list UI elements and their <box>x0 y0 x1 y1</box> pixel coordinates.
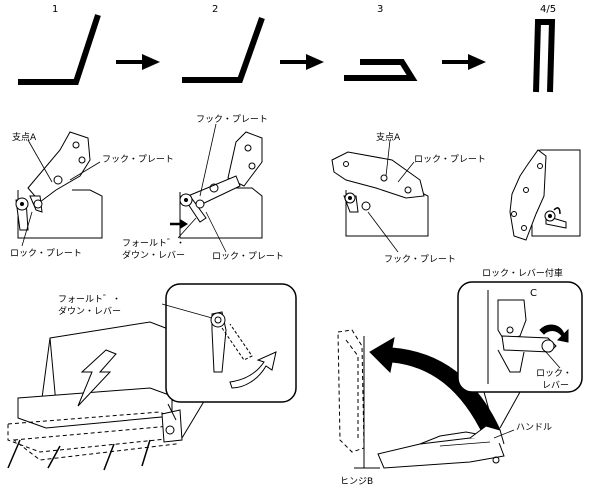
mechanism-detail-1: 支点A フック・プレート ロック・プレート <box>10 131 174 259</box>
label-hook-plate: フック・プレート <box>196 114 268 125</box>
label-pivot-a: 支点A <box>376 131 401 143</box>
lever-inset-box <box>165 283 297 403</box>
arrow-right-icon <box>280 54 324 70</box>
label-hook-plate: フック・プレート <box>384 254 456 265</box>
label-lock-plate: ロック・プレート <box>10 248 82 259</box>
label-handle: ハンドル <box>516 423 552 433</box>
seat-fold-illustration: フォールト゛・ ダウン・レバー <box>7 283 297 471</box>
label-lock-lever: ロック・ <box>536 368 572 379</box>
arrow-right-icon <box>442 54 486 70</box>
label-lock-lever: レバー <box>542 380 569 391</box>
label-hook-plate: フック・プレート <box>102 154 174 165</box>
step-number-2: 2 <box>212 4 218 15</box>
label-fold-down-lever: フォールト゛・ <box>58 294 121 305</box>
step-number-1: 1 <box>52 4 58 15</box>
label-lock-lever-mount: ロック・レバー付車 <box>482 267 563 279</box>
step-number-3: 3 <box>377 4 383 15</box>
seat-profile-step1 <box>18 14 101 85</box>
seat-profile-step3 <box>344 59 418 81</box>
label-fold-down-lever: ダウン・レバー <box>122 249 185 261</box>
mechanism-detail-2: フック・プレート フォールト゛・ ダウン・レバー ロック・プレート <box>122 114 284 262</box>
seat-stow-illustration: C ロック・レバー付車 ロック・ レバー ハンドル ヒンジB <box>337 267 583 487</box>
label-fold-down-lever: ダウン・レバー <box>58 305 121 317</box>
label-c-mark: C <box>530 288 537 299</box>
arrow-right-icon <box>116 54 160 70</box>
seat-profile-step2 <box>182 16 265 83</box>
step-number-4-5: 4/5 <box>540 4 556 15</box>
label-lock-plate: ロック・プレート <box>212 251 284 262</box>
label-hinge-b: ヒンジB <box>340 476 373 487</box>
mechanism-detail-3: 支点A ロック・プレート フック・プレート <box>331 131 486 265</box>
label-pivot-a: 支点A <box>12 131 37 143</box>
mechanism-detail-4-5 <box>509 149 581 241</box>
seat-profile-step45 <box>533 19 556 93</box>
label-lock-plate: ロック・プレート <box>414 154 486 165</box>
fold-sequence: 1 2 3 4/5 <box>18 4 556 93</box>
label-fold-down-lever: フォールト゛・ <box>122 238 185 249</box>
